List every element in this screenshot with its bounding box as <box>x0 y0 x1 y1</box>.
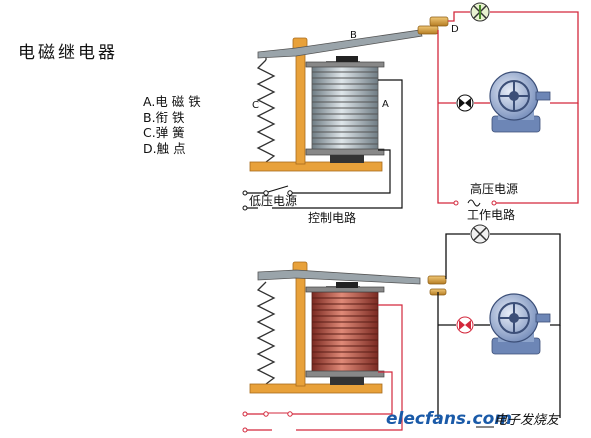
post-top <box>295 51 306 165</box>
spring-bottom <box>256 281 276 385</box>
watermark: elecfans.com 电子发烧友 <box>386 409 561 429</box>
lamp-top <box>470 2 490 22</box>
work-circuit-bottom <box>437 233 561 418</box>
lamp-bottom <box>470 224 490 244</box>
top-relay: B A C D 低压电源 控制电路 <box>242 2 579 225</box>
base-top <box>249 161 383 172</box>
control-circuit-bottom <box>245 304 403 431</box>
armature-top <box>257 29 423 59</box>
post-bottom <box>295 269 306 387</box>
control-circuit-label-top: 控制电路 <box>308 210 356 225</box>
motor-top <box>489 71 551 133</box>
watermark-cn: 电子发烧友 <box>494 413 561 428</box>
contact-bottom-upper <box>427 275 447 285</box>
coil-bottom <box>311 291 379 373</box>
parts-legend: A.电 磁 铁 B.衔 铁 C.弹 簧 D.触 点 <box>143 94 201 156</box>
contact-top <box>417 25 439 35</box>
label-d: D <box>451 24 459 35</box>
high-voltage-label-top: 高压电源 <box>470 181 518 196</box>
motor-symbol-top <box>456 94 474 112</box>
watermark-site: elecfans.com <box>386 409 512 429</box>
base-bottom <box>249 383 383 394</box>
armature-bottom <box>257 269 421 285</box>
label-a: A <box>382 99 389 110</box>
work-circuit-label-top: 工作电路 <box>467 207 515 222</box>
motor-bottom <box>489 293 551 355</box>
motor-symbol-bottom <box>456 316 474 334</box>
legend-item-c: C.弹 簧 <box>143 125 185 140</box>
label-c: C <box>252 100 259 111</box>
diagram-title: 电磁继电器 <box>18 43 118 63</box>
spring-top <box>256 59 276 163</box>
legend-item-d: D.触 点 <box>143 140 186 156</box>
legend-item-b: B.衔 铁 <box>143 109 185 125</box>
work-circuit-top <box>437 11 579 204</box>
low-voltage-label-top: 低压电源 <box>249 194 297 208</box>
bottom-relay <box>242 224 561 433</box>
label-b: B <box>350 30 357 41</box>
legend-item-a: A.电 磁 铁 <box>143 94 201 109</box>
